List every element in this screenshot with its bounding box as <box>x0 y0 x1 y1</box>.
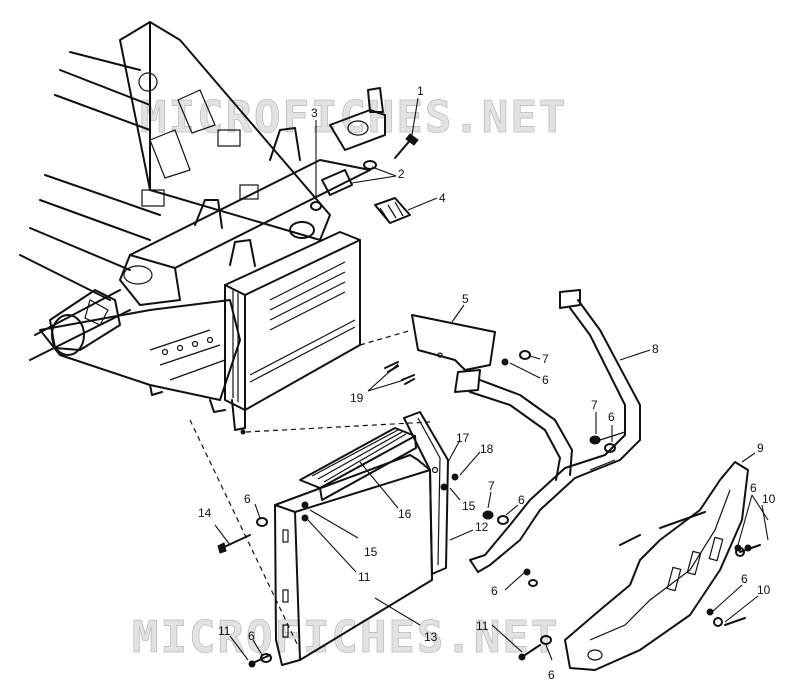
callout-6: 6 <box>248 629 255 643</box>
callout-15: 15 <box>364 545 378 559</box>
callout-11: 11 <box>358 570 371 584</box>
callout-8: 8 <box>652 342 659 356</box>
callout-6: 6 <box>542 373 549 387</box>
part-8-bumper <box>469 289 641 573</box>
watermark-bottom: MICROFICHES.NET <box>132 612 559 663</box>
callout-16: 16 <box>398 507 412 521</box>
part-16-grille <box>299 427 417 501</box>
part-9-skid-plate <box>564 461 749 671</box>
callout-12: 12 <box>475 520 489 534</box>
callout-6: 6 <box>608 410 615 424</box>
callouts: 1 2 3 4 5 6 7 8 19 7 6 9 17 18 16 15 12 … <box>198 84 776 682</box>
part-13-shroud <box>274 454 433 666</box>
callout-6: 6 <box>491 584 498 598</box>
radiator-cap <box>289 221 315 239</box>
frame-hole <box>138 72 158 92</box>
callout-18: 18 <box>480 442 494 456</box>
callout-10: 10 <box>757 583 771 597</box>
callout-5: 5 <box>462 292 469 306</box>
callout-2: 2 <box>398 167 405 181</box>
callout-6: 6 <box>244 492 251 506</box>
part-4-pad <box>374 197 411 224</box>
callout-4: 4 <box>439 191 446 205</box>
callout-7: 7 <box>542 352 549 366</box>
callout-6: 6 <box>518 493 525 507</box>
callout-6: 6 <box>741 572 748 586</box>
callout-6: 6 <box>548 668 555 682</box>
callout-9: 9 <box>757 441 764 455</box>
part-5-plate <box>411 314 531 393</box>
callout-7: 7 <box>591 398 598 412</box>
part-3-nut <box>310 201 322 211</box>
callout-3: 3 <box>311 106 318 120</box>
alignment-lines <box>189 329 431 651</box>
part-1-bolt <box>394 133 419 159</box>
part-2-grommet <box>321 160 377 196</box>
callout-7: 7 <box>488 479 495 493</box>
callout-15: 15 <box>462 499 476 513</box>
frame-assembly <box>19 21 386 413</box>
leader-lines <box>214 97 769 661</box>
callout-14: 14 <box>198 506 212 520</box>
callout-17: 17 <box>456 431 470 445</box>
callout-19: 19 <box>350 391 364 405</box>
callout-11: 11 <box>218 624 231 638</box>
callout-1: 1 <box>417 84 424 98</box>
part-19-rivets <box>384 361 415 385</box>
callout-13: 13 <box>424 630 438 644</box>
callout-10: 10 <box>762 492 776 506</box>
part-12-side-plate <box>403 411 449 575</box>
radiator <box>224 221 361 435</box>
callout-6: 6 <box>750 481 757 495</box>
callout-11: 11 <box>476 619 489 633</box>
fasteners <box>217 435 761 668</box>
